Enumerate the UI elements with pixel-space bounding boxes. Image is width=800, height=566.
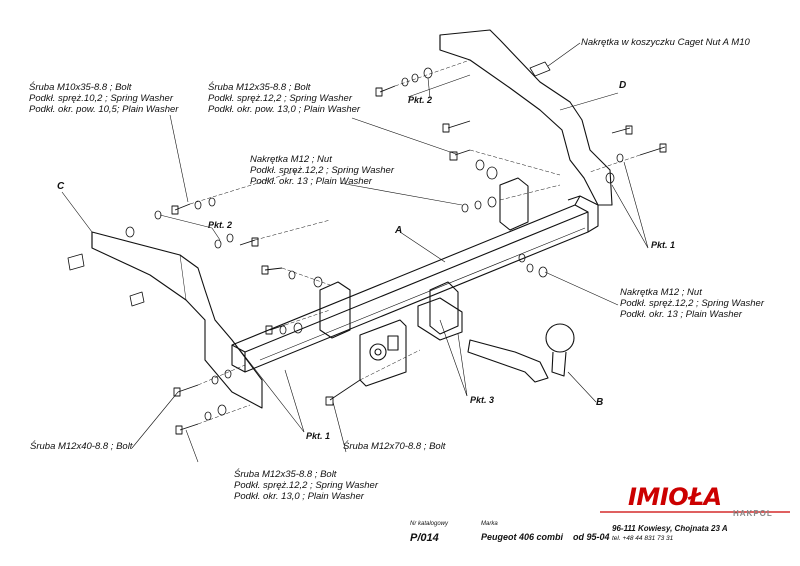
bolt-m10x35-label: Śruba M10x35-8.8 ; Bolt Podkł. spręż.10,… (29, 82, 178, 115)
beam-upright-plates (319, 177, 529, 341)
bolt-m12x35-top-line-1: Śruba M12x35-8.8 ; Bolt (208, 82, 311, 93)
cage-nut-label: Nakrętka w koszyczku Caget Nut A M10 (581, 37, 750, 48)
nut-m12-right-line-2: Podkł. spręż.12,2 ; Spring Washer (620, 298, 764, 309)
catalog-value: P/014 (410, 532, 439, 544)
bolt-m12x35-top-label: Śruba M12x35-8.8 ; Bolt Podkł. spręż.12,… (208, 82, 360, 115)
bolt-m12x35-bottom-label: Śruba M12x35-8.8 ; Bolt Podkł. spręż.12,… (234, 469, 378, 502)
point-2-left-label: Pkt. 2 (208, 220, 233, 230)
left-bracket-c (91, 231, 263, 409)
nut-m12-right-line-1: Nakrętka M12 ; Nut (620, 287, 702, 298)
bolt-m12x35-bottom-line-3: Podkł. okr. 13,0 ; Plain Washer (234, 491, 364, 502)
assembly-lines (189, 59, 641, 425)
brand-caption: Marka (481, 521, 498, 527)
bolt-m10x35-line-3: Podkł. okr. pow. 10,5; Plain Washer (29, 104, 179, 115)
point-2-top-label: Pkt. 2 (408, 95, 433, 105)
washers (125, 67, 624, 421)
bolt-m10x35-line-1: Śruba M10x35-8.8 ; Bolt (29, 82, 132, 93)
point-1-bottom-label: Pkt. 1 (306, 431, 331, 441)
bolt-m12x35-bottom-line-1: Śruba M12x35-8.8 ; Bolt (234, 469, 337, 480)
leader-lines (61, 42, 649, 463)
bolt-m12x35-top-line-3: Podkł. okr. pow. 13,0 ; Plain Washer (208, 104, 361, 115)
brand-value: Peugeot 406 combi (481, 532, 564, 542)
bolt-m10x35-line-2: Podkł. spręż.10,2 ; Spring Washer (29, 93, 173, 104)
nut-m12-right-label: Nakrętka M12 ; Nut Podkł. spręż.12,2 ; S… (620, 287, 764, 320)
point-3-label: Pkt. 3 (470, 395, 495, 405)
bolt-m12x35-bottom-line-2: Podkł. spręż.12,2 ; Spring Washer (234, 480, 378, 491)
main-beam-a (231, 195, 599, 373)
part-a-label: A (395, 225, 403, 236)
part-c-label: C (57, 181, 65, 192)
part-d-label: D (619, 80, 627, 91)
company-address: 96-111 Kowiesy, Chojnata 23 A (612, 524, 728, 533)
tow-ball-neck-b (467, 323, 575, 383)
cage-nuts (67, 61, 551, 307)
nut-m12-top-line-3: Podkł. okr. 13 ; Plain Washer (250, 176, 372, 187)
company-logo-sub: HAKPOL (733, 509, 773, 518)
bolt-m12x40-label: Śruba M12x40-8.8 ; Bolt (30, 441, 133, 452)
date-value: od 95-04 (573, 532, 610, 542)
socket-plate (359, 319, 407, 387)
nut-m12-top-line-1: Nakrętka M12 ; Nut (250, 154, 332, 165)
catalog-caption: Nr katalogowy (410, 521, 449, 527)
nut-m12-top-line-2: Podkł. spręż.12,2 ; Spring Washer (250, 165, 394, 176)
company-phone: tel. +48 44 831 73 31 (612, 535, 674, 542)
right-bracket-d (439, 29, 613, 206)
bolts (171, 85, 667, 435)
point-1-right-label: Pkt. 1 (651, 240, 676, 250)
nut-m12-top-label: Nakrętka M12 ; Nut Podkł. spręż.12,2 ; S… (250, 154, 394, 187)
company-logo: IMIOŁA (628, 483, 722, 511)
part-b-label: B (596, 397, 604, 408)
nut-m12-right-line-3: Podkł. okr. 13 ; Plain Washer (620, 309, 742, 320)
bolt-m12x35-top-line-2: Podkł. spręż.12,2 ; Spring Washer (208, 93, 352, 104)
bolt-m12x70-label: Śruba M12x70-8.8 ; Bolt (343, 441, 446, 452)
